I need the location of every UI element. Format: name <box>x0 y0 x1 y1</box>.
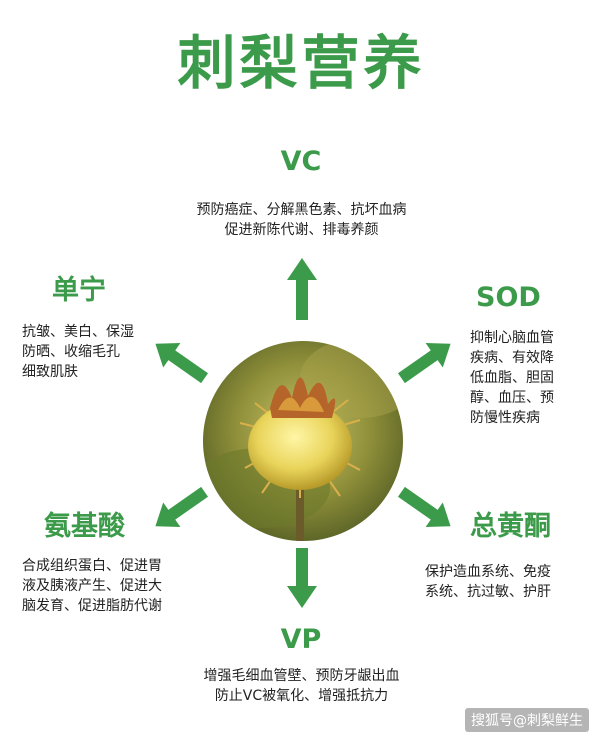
arrow-up-left-icon <box>155 342 209 384</box>
vp-line: 增强毛细血管壁、预防牙龈出血 <box>203 668 400 684</box>
sod-line: 抑制心脑血管 <box>470 330 554 346</box>
sod-line: 疾病、有效降 <box>470 350 554 366</box>
tannin-description: 抗皱、美白、保湿 防晒、收缩毛孔 细致肌肤 <box>22 322 182 382</box>
vp-heading: VP <box>280 624 322 655</box>
total-flavone-line: 保护造血系统、免疫 <box>425 564 551 580</box>
total-flavone-heading: 总黄酮 <box>470 511 551 542</box>
amino-acid-description: 合成组织蛋白、促进胃 液及胰液产生、促进大 脑发育、促进脂肪代谢 <box>22 556 212 616</box>
sod-line: 低血脂、胆固 <box>470 370 554 386</box>
amino-acid-line: 脑发育、促进脂肪代谢 <box>22 598 162 614</box>
total-flavone-description: 保护造血系统、免疫 系统、抗过敏、护肝 <box>425 562 595 602</box>
sod-heading: SOD <box>476 282 541 313</box>
arrow-down-right-icon <box>397 486 451 528</box>
sod-line: 醇、血压、预 <box>470 390 554 406</box>
vc-heading: VC <box>280 146 322 177</box>
sod-description: 抑制心脑血管 疾病、有效降 低血脂、胆固 醇、血压、预 防慢性疾病 <box>470 328 590 428</box>
chestnut-rose-fruit-image <box>203 341 403 541</box>
vc-description: 预防癌症、分解黑色素、抗坏血病 促进新陈代谢、排毒养颜 <box>130 200 473 240</box>
tannin-line: 抗皱、美白、保湿 <box>22 324 134 340</box>
vc-line: 预防癌症、分解黑色素、抗坏血病 <box>196 202 407 218</box>
tannin-line: 防晒、收缩毛孔 <box>22 344 120 360</box>
vp-line: 防止VC被氧化、增强抵抗力 <box>214 688 389 704</box>
arrow-up-icon <box>287 258 317 320</box>
total-flavone-line: 系统、抗过敏、护肝 <box>425 584 551 600</box>
arrow-down-icon <box>287 548 317 608</box>
arrow-down-left-icon <box>155 486 209 528</box>
sod-line: 防慢性疾病 <box>470 410 540 426</box>
tannin-line: 细致肌肤 <box>22 364 78 380</box>
tannin-heading: 单宁 <box>52 275 106 306</box>
arrow-up-right-icon <box>397 342 451 384</box>
amino-acid-line: 合成组织蛋白、促进胃 <box>22 558 162 574</box>
watermark: 搜狐号@刺梨鲜生 <box>465 708 589 732</box>
amino-acid-heading: 氨基酸 <box>44 511 125 542</box>
page-title: 刺梨营养 <box>177 29 426 97</box>
vc-line: 促进新陈代谢、排毒养颜 <box>224 222 379 238</box>
amino-acid-line: 液及胰液产生、促进大 <box>22 578 162 594</box>
vp-description: 增强毛细血管壁、预防牙龈出血 防止VC被氧化、增强抵抗力 <box>130 666 473 706</box>
